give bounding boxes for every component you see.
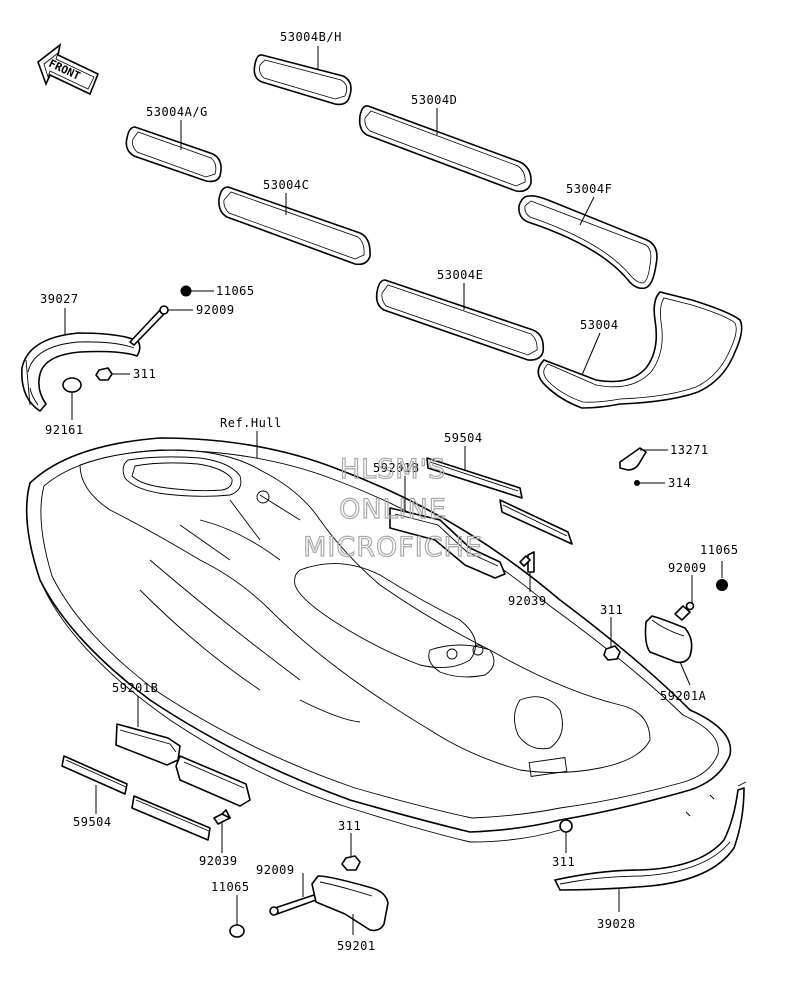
guide-59201Ba[interactable] — [389, 507, 506, 579]
label-59201Ba: 59201B — [373, 461, 419, 475]
label-59201: 59201 — [337, 939, 376, 953]
rail-59504a-lower[interactable] — [499, 499, 573, 545]
reference-label: Ref.Hull — [220, 416, 282, 430]
watermark-line-2: ONLINE — [339, 494, 447, 525]
mat-53004BH[interactable] — [253, 54, 352, 106]
mat-53004[interactable] — [537, 291, 743, 409]
rail-59504a[interactable] — [426, 457, 523, 499]
mat-53004E[interactable] — [375, 279, 545, 361]
label-53004AG: 53004A/G — [146, 105, 208, 119]
label-92039a: 92039 — [508, 594, 547, 608]
label-311d: 311 — [552, 855, 575, 869]
guide-59201Bb-2[interactable] — [175, 755, 251, 807]
label-53004F: 53004F — [566, 182, 612, 196]
bolt-92009a[interactable] — [129, 305, 169, 346]
label-53004BH: 53004B/H — [280, 30, 342, 44]
front-arrow-icon: FRONT — [37, 43, 100, 96]
cap-92161[interactable] — [62, 377, 82, 393]
bolt-92009b[interactable] — [674, 601, 695, 621]
label-53004E: 53004E — [437, 268, 483, 282]
nut-314[interactable] — [634, 480, 640, 486]
label-39027: 39027 — [40, 292, 79, 306]
label-92039b: 92039 — [199, 854, 238, 868]
label-92009b: 92009 — [668, 561, 707, 575]
label-53004: 53004 — [580, 318, 619, 332]
bolt-92039b[interactable] — [213, 809, 231, 825]
rail-59504b[interactable] — [61, 755, 128, 795]
guide-59201Bb[interactable] — [115, 723, 181, 766]
nut-311a[interactable] — [95, 367, 113, 381]
bolt-92009c[interactable] — [269, 894, 317, 916]
trim-39028[interactable] — [554, 781, 747, 891]
label-11065c: 11065 — [211, 880, 250, 894]
label-53004D: 53004D — [411, 93, 457, 107]
nut-11065a[interactable] — [180, 285, 192, 297]
label-311c: 311 — [338, 819, 361, 833]
label-53004C: 53004C — [263, 178, 309, 192]
guide-59201A[interactable] — [644, 615, 693, 664]
watermark-line-3: MICROFICHE — [303, 532, 483, 563]
nut-11065b[interactable] — [716, 579, 728, 591]
label-314: 314 — [668, 476, 691, 490]
label-92009a: 92009 — [196, 303, 235, 317]
trim-39027[interactable] — [21, 332, 141, 412]
label-11065b: 11065 — [700, 543, 739, 557]
rail-59504b-2[interactable] — [131, 795, 211, 841]
label-92009c: 92009 — [256, 863, 295, 877]
nut-311b[interactable] — [603, 645, 621, 661]
label-59504b: 59504 — [73, 815, 112, 829]
bracket-13271[interactable] — [619, 447, 647, 471]
mat-53004F[interactable] — [518, 195, 658, 290]
label-92161: 92161 — [45, 423, 84, 437]
label-13271: 13271 — [670, 443, 709, 457]
mat-53004D[interactable] — [358, 105, 532, 193]
label-39028: 39028 — [597, 917, 636, 931]
mat-53004AG[interactable] — [125, 126, 222, 183]
guide-59201[interactable] — [311, 875, 389, 932]
nut-11065c[interactable] — [229, 924, 245, 938]
label-59504a: 59504 — [444, 431, 483, 445]
label-59201Bb: 59201B — [112, 681, 158, 695]
label-311b: 311 — [600, 603, 623, 617]
label-11065a: 11065 — [216, 284, 255, 298]
mat-53004C[interactable] — [218, 186, 371, 266]
label-311a: 311 — [133, 367, 156, 381]
watermark: HLSM'S ONLINE MICROFICHE — [302, 453, 483, 563]
nut-311d[interactable] — [559, 819, 573, 833]
hull — [25, 437, 732, 843]
watermark-line-1: HLSM'S — [340, 454, 446, 485]
bolt-92039a[interactable] — [519, 551, 535, 573]
label-59201A: 59201A — [660, 689, 707, 703]
nut-311c[interactable] — [341, 855, 361, 871]
